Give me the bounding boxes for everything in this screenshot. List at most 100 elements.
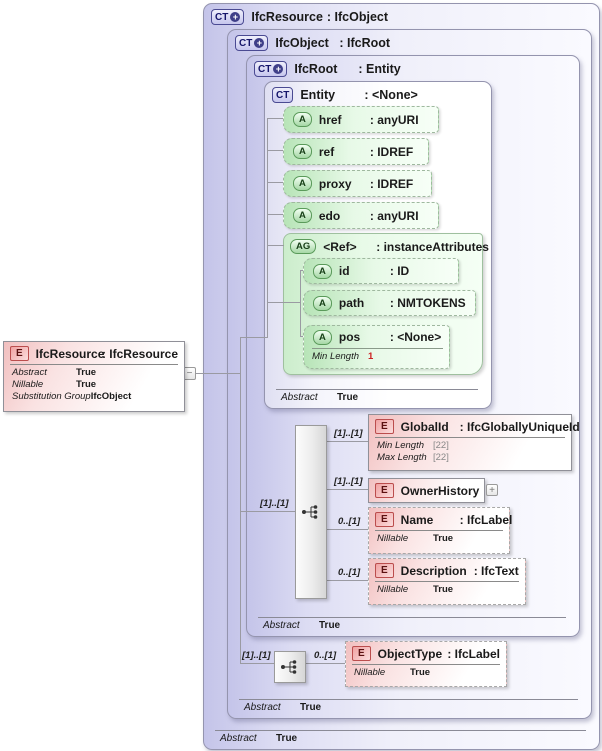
property-label: Nillable: [354, 667, 386, 678]
group-name: <Ref>: [323, 239, 357, 254]
type-name: IfcRoot: [294, 62, 338, 76]
element-type: : IfcResource: [101, 346, 178, 361]
element-header: E GlobalId : IfcGloballyUniqueId: [369, 415, 580, 436]
attribute-box-ref: A ref : IDREF: [283, 138, 429, 165]
attribute-badge: A: [293, 144, 312, 159]
element-type: : IfcLabel: [459, 512, 513, 527]
element-box-globalid: E GlobalId : IfcGloballyUniqueId Min Len…: [368, 414, 580, 471]
element-name: OwnerHistory: [400, 483, 480, 498]
property-row: Nillable True: [346, 667, 506, 679]
element-type: : IfcLabel: [447, 646, 500, 661]
connector-line: [240, 663, 274, 664]
element-badge: E: [352, 646, 371, 661]
element-box-objecttype: E ObjectType : IfcLabel Nillable True: [345, 641, 507, 687]
connector-line: [325, 489, 368, 490]
element-name: GlobalId: [400, 419, 449, 434]
divider: [10, 364, 178, 365]
property-value: True: [410, 667, 431, 678]
attribute-type: : IDREF: [369, 144, 414, 159]
complextype-badge[interactable]: CT+: [235, 35, 269, 51]
connector-line: [325, 580, 368, 581]
group-type: : instanceAttributes: [376, 239, 489, 254]
abstract-footer: Abstract True: [239, 699, 578, 713]
connector-line: [325, 441, 368, 442]
element-box-ownerhistory: E OwnerHistory: [368, 478, 485, 503]
attribute-box-proxy: A proxy : IDREF: [283, 170, 432, 197]
attribute-badge: A: [313, 329, 332, 345]
facet-value: [22]: [433, 452, 449, 463]
attribute-box-pos: A pos : <None> Min Length 1: [303, 325, 450, 369]
complextype-badge[interactable]: CT+: [211, 9, 245, 25]
abstract-footer: Abstract True: [276, 389, 478, 403]
complextype-badge[interactable]: CT+: [254, 61, 288, 77]
property-label: Nillable: [12, 379, 44, 390]
expand-icon[interactable]: +: [230, 12, 241, 22]
attribute-name: ref: [318, 144, 335, 159]
attribute-badge: A: [293, 112, 312, 127]
complextype-badge[interactable]: CT: [272, 87, 294, 103]
attribute-type: : <None>: [389, 330, 442, 344]
base-type: : IfcObject: [326, 10, 389, 24]
element-badge: E: [375, 563, 394, 578]
element-box-description: E Description : IfcText Nillable True: [368, 558, 526, 605]
property-value: True: [76, 379, 97, 390]
sequence-indicator: [274, 651, 306, 683]
attribute-box-path: A path : NMTOKENS: [303, 290, 476, 316]
facet-value: [22]: [433, 440, 449, 451]
divider: [375, 581, 519, 582]
footer-value: True: [337, 392, 359, 403]
attribute-name: edo: [318, 208, 341, 223]
connector-line: [267, 182, 284, 183]
divider: [375, 437, 565, 438]
badge-label: CT: [239, 37, 253, 49]
element-name: Description: [400, 563, 467, 578]
type-name: IfcResource: [251, 10, 323, 24]
attribute-name: id: [338, 264, 350, 278]
connector-line: [267, 245, 284, 246]
attribute-group-badge: AG: [290, 239, 317, 254]
element-box-ifcresource: E IfcResource : IfcResource Abstract Tru…: [3, 341, 185, 412]
attribute-type: : anyURI: [369, 112, 419, 127]
connector-line: [325, 529, 368, 530]
property-row: Nillable True: [369, 533, 509, 545]
expand-icon[interactable]: +: [486, 484, 498, 496]
attribute-box-id: A id : ID: [303, 258, 459, 284]
element-box-name: E Name : IfcLabel Nillable True: [368, 507, 513, 554]
complextype-header: CT+ IfcObject: IfcRoot: [235, 35, 390, 51]
property-value: True: [433, 584, 454, 595]
connector-line: [267, 302, 301, 303]
cardinality-label: [1]..[1]: [334, 428, 363, 439]
element-badge: E: [375, 483, 394, 498]
sequence-indicator: [295, 425, 327, 599]
base-type: : Entity: [358, 62, 401, 76]
footer-value: True: [276, 733, 298, 744]
connector-line: [267, 118, 284, 119]
attribute-row: A pos : <None>: [304, 326, 449, 348]
element-header: E ObjectType : IfcLabel: [346, 642, 506, 663]
attribute-badge: A: [313, 295, 332, 311]
footer-label: Abstract: [220, 733, 257, 744]
connector-line: [300, 336, 304, 337]
expand-icon[interactable]: +: [273, 64, 284, 74]
element-header: E OwnerHistory: [369, 479, 484, 500]
footer-label: Abstract: [281, 392, 318, 403]
expand-icon[interactable]: +: [254, 38, 265, 48]
property-label: Substitution Group: [12, 391, 91, 402]
element-name: ObjectType: [377, 646, 443, 661]
cardinality-label: 0..[1]: [338, 516, 361, 527]
connector-line: [240, 337, 268, 338]
property-label: Abstract: [12, 367, 47, 378]
attribute-group-header: AG <Ref> : instanceAttributes: [290, 239, 489, 254]
property-row: Nillable True: [369, 584, 525, 596]
base-type: : IfcRoot: [339, 36, 391, 50]
sequence-icon: [281, 660, 297, 674]
footer-label: Abstract: [244, 702, 281, 713]
footer-value: True: [319, 620, 341, 631]
element-header: E IfcResource : IfcResource: [4, 342, 184, 363]
cardinality-label: [1]..[1]: [260, 498, 289, 509]
badge-label: CT: [215, 11, 229, 23]
footer-value: True: [300, 702, 322, 713]
cardinality-label: 0..[1]: [314, 650, 337, 661]
property-value: True: [433, 533, 454, 544]
